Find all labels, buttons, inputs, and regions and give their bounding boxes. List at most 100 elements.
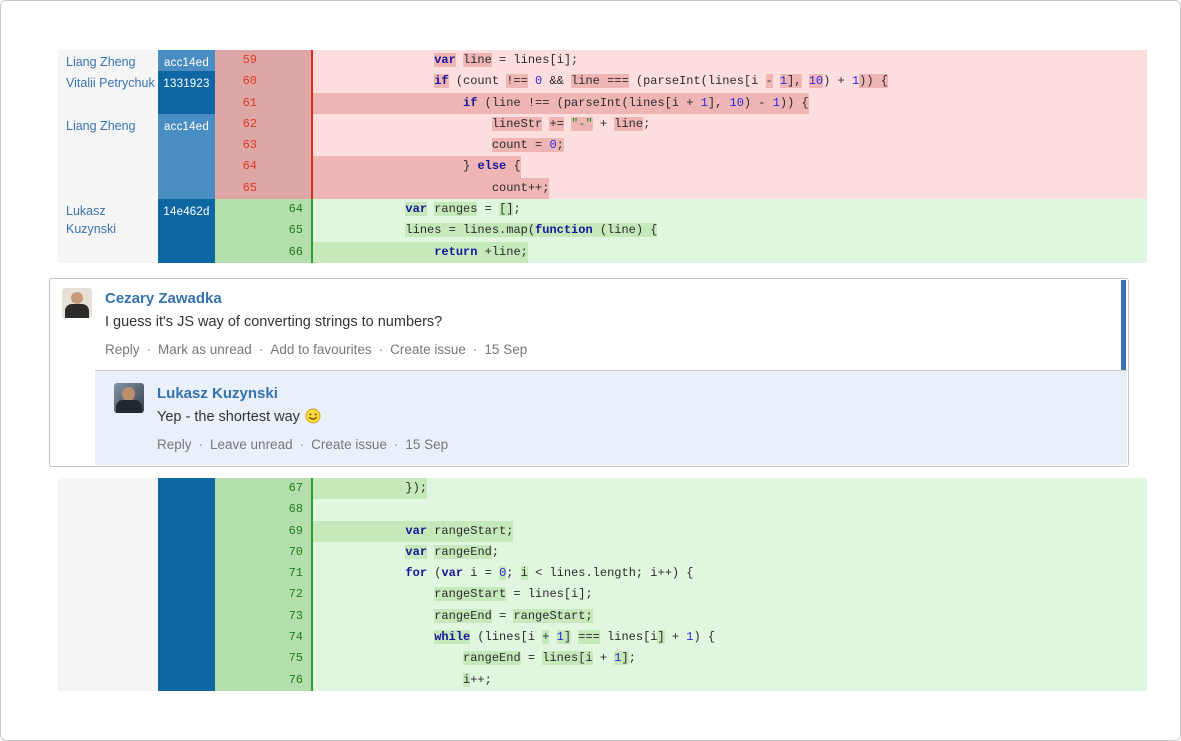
author-name[interactable]: Liang Zheng bbox=[66, 55, 136, 69]
line-number-old[interactable]: 63 bbox=[242, 138, 257, 153]
code-line[interactable]: var rangeEnd; bbox=[311, 541, 1147, 564]
line-number-new[interactable]: 64 bbox=[288, 202, 303, 217]
comment-date[interactable]: 15 Sep bbox=[484, 342, 528, 357]
code-line[interactable]: if (count !== 0 && line === (parseInt(li… bbox=[311, 71, 1147, 93]
code-line[interactable]: var line = lines[i]; bbox=[311, 50, 1147, 72]
line-number-new[interactable]: 68 bbox=[288, 502, 303, 517]
line-number-old[interactable]: 65 bbox=[242, 180, 257, 195]
line-number-old[interactable]: 60 bbox=[242, 74, 257, 89]
line-number-new[interactable] bbox=[263, 156, 311, 177]
dot-separator: · bbox=[393, 437, 399, 452]
code-line[interactable]: }); bbox=[311, 478, 1147, 500]
author-name[interactable]: Vitalii Petrychuk bbox=[66, 76, 155, 91]
line-number-new[interactable]: 71 bbox=[288, 566, 303, 581]
line-numbers: 71 bbox=[215, 563, 311, 585]
commit-hash[interactable]: 14e462d bbox=[163, 206, 210, 219]
line-number-old[interactable] bbox=[215, 648, 263, 669]
code-line[interactable]: rangeEnd = lines[i + 1]; bbox=[311, 648, 1147, 670]
code-line[interactable]: for (var i = 0; i < lines.length; i++) { bbox=[311, 563, 1147, 585]
smiley-icon bbox=[305, 408, 321, 424]
reply-link[interactable]: Reply bbox=[157, 437, 192, 452]
line-number-new[interactable]: 72 bbox=[288, 587, 303, 602]
add-to-favourites-link[interactable]: Add to favourites bbox=[270, 342, 372, 357]
line-number-old[interactable]: 62 bbox=[242, 116, 257, 131]
line-number-new[interactable]: 70 bbox=[288, 544, 303, 559]
create-issue-link[interactable]: Create issue bbox=[390, 342, 466, 357]
line-numbers: 76 bbox=[215, 669, 311, 691]
commit-hash[interactable]: 1331923 bbox=[163, 78, 210, 91]
author-name[interactable]: Lukasz Kuzynski bbox=[66, 204, 117, 237]
code-line[interactable] bbox=[311, 499, 1147, 521]
line-number-new[interactable]: 76 bbox=[288, 672, 303, 687]
avatar bbox=[114, 383, 144, 413]
line-number-old[interactable] bbox=[215, 521, 263, 542]
line-number-old[interactable] bbox=[215, 584, 263, 605]
comment-author[interactable]: Cezary Zawadka bbox=[105, 290, 222, 307]
code-line[interactable]: if (line !== (parseInt(lines[i + 1], 10)… bbox=[311, 92, 1147, 114]
line-number-new[interactable]: 66 bbox=[288, 244, 303, 259]
code-column: var line = lines[i]; if (count !== 0 && … bbox=[311, 50, 1147, 263]
code-line[interactable]: return +line; bbox=[311, 241, 1147, 263]
comment-body-text: Yep - the shortest way bbox=[157, 409, 300, 425]
line-numbers: 70 bbox=[215, 541, 311, 564]
commit-hash[interactable]: acc14ed bbox=[164, 57, 209, 69]
code-line[interactable]: i++; bbox=[311, 669, 1147, 691]
line-numbers: 69 bbox=[215, 520, 311, 542]
comment-body: I guess it's JS way of converting string… bbox=[105, 314, 443, 330]
line-number-new[interactable] bbox=[263, 71, 311, 92]
line-number-new[interactable]: 74 bbox=[288, 630, 303, 645]
create-issue-link[interactable]: Create issue bbox=[311, 437, 387, 452]
line-number-old[interactable] bbox=[215, 542, 263, 563]
line-number-new[interactable] bbox=[263, 114, 311, 135]
line-number-old[interactable] bbox=[215, 606, 263, 627]
line-number-old[interactable] bbox=[215, 627, 263, 648]
mark-as-unread-link[interactable]: Mark as unread bbox=[158, 342, 252, 357]
commit-column: acc14ed 1331923 acc14ed 14e462d bbox=[158, 50, 215, 263]
comment-author[interactable]: Lukasz Kuzynski bbox=[157, 385, 278, 402]
code-line[interactable]: while (lines[i + 1] === lines[i] + 1) { bbox=[311, 627, 1147, 649]
line-number-old[interactable] bbox=[215, 670, 263, 691]
comment-date[interactable]: 15 Sep bbox=[405, 437, 449, 452]
line-number-new[interactable] bbox=[263, 50, 311, 71]
author-name[interactable]: Liang Zheng bbox=[66, 118, 136, 133]
leave-unread-link[interactable]: Leave unread bbox=[210, 437, 293, 452]
line-number-new[interactable]: 67 bbox=[288, 481, 303, 495]
dot-separator: · bbox=[472, 342, 478, 357]
code-line[interactable]: var ranges = []; bbox=[311, 199, 1147, 221]
line-number-new[interactable] bbox=[263, 178, 311, 199]
code-line[interactable]: } else { bbox=[311, 156, 1147, 178]
code-line[interactable]: rangeEnd = rangeStart; bbox=[311, 605, 1147, 628]
line-number-old[interactable] bbox=[215, 563, 263, 584]
line-number-old[interactable] bbox=[215, 478, 263, 499]
code-line[interactable]: count = 0; bbox=[311, 135, 1147, 157]
comment-actions: Reply·Leave unread·Create issue·15 Sep bbox=[157, 437, 1107, 452]
line-number-old[interactable] bbox=[215, 199, 263, 220]
line-number-new[interactable]: 75 bbox=[288, 651, 303, 666]
commit-hash[interactable]: acc14ed bbox=[164, 120, 209, 133]
line-number-new[interactable]: 65 bbox=[288, 223, 303, 238]
reply-link[interactable]: Reply bbox=[105, 342, 140, 357]
diff-block-bottom: 67 68 69 70 71 72 73 74 75 76 }); var rangeStart;… bbox=[58, 478, 1147, 691]
line-numbers: 74 bbox=[215, 627, 311, 649]
code-line[interactable]: var rangeStart; bbox=[311, 520, 1147, 542]
line-number-old[interactable] bbox=[215, 499, 263, 520]
line-number-old[interactable] bbox=[215, 220, 263, 241]
line-number-old[interactable] bbox=[215, 242, 263, 263]
line-number-new[interactable]: 69 bbox=[288, 523, 303, 538]
line-number-new[interactable] bbox=[263, 93, 311, 114]
code-line[interactable]: lineStr += "-" + line; bbox=[311, 113, 1147, 136]
line-numbers: 65 bbox=[215, 177, 311, 200]
code-line[interactable]: count++; bbox=[311, 177, 1147, 200]
code-line[interactable]: rangeStart = lines[i]; bbox=[311, 584, 1147, 606]
avatar-torso bbox=[116, 400, 142, 413]
author-column bbox=[58, 478, 158, 691]
line-numbers: 64 bbox=[215, 199, 311, 221]
line-number-new[interactable] bbox=[263, 135, 311, 156]
commit-column bbox=[158, 478, 215, 691]
line-number-old[interactable]: 59 bbox=[242, 53, 257, 67]
line-number-old[interactable]: 64 bbox=[242, 159, 257, 174]
code-line[interactable]: lines = lines.map(function (line) { bbox=[311, 220, 1147, 242]
line-number-old[interactable]: 61 bbox=[242, 95, 257, 110]
line-number-new[interactable]: 73 bbox=[288, 608, 303, 623]
